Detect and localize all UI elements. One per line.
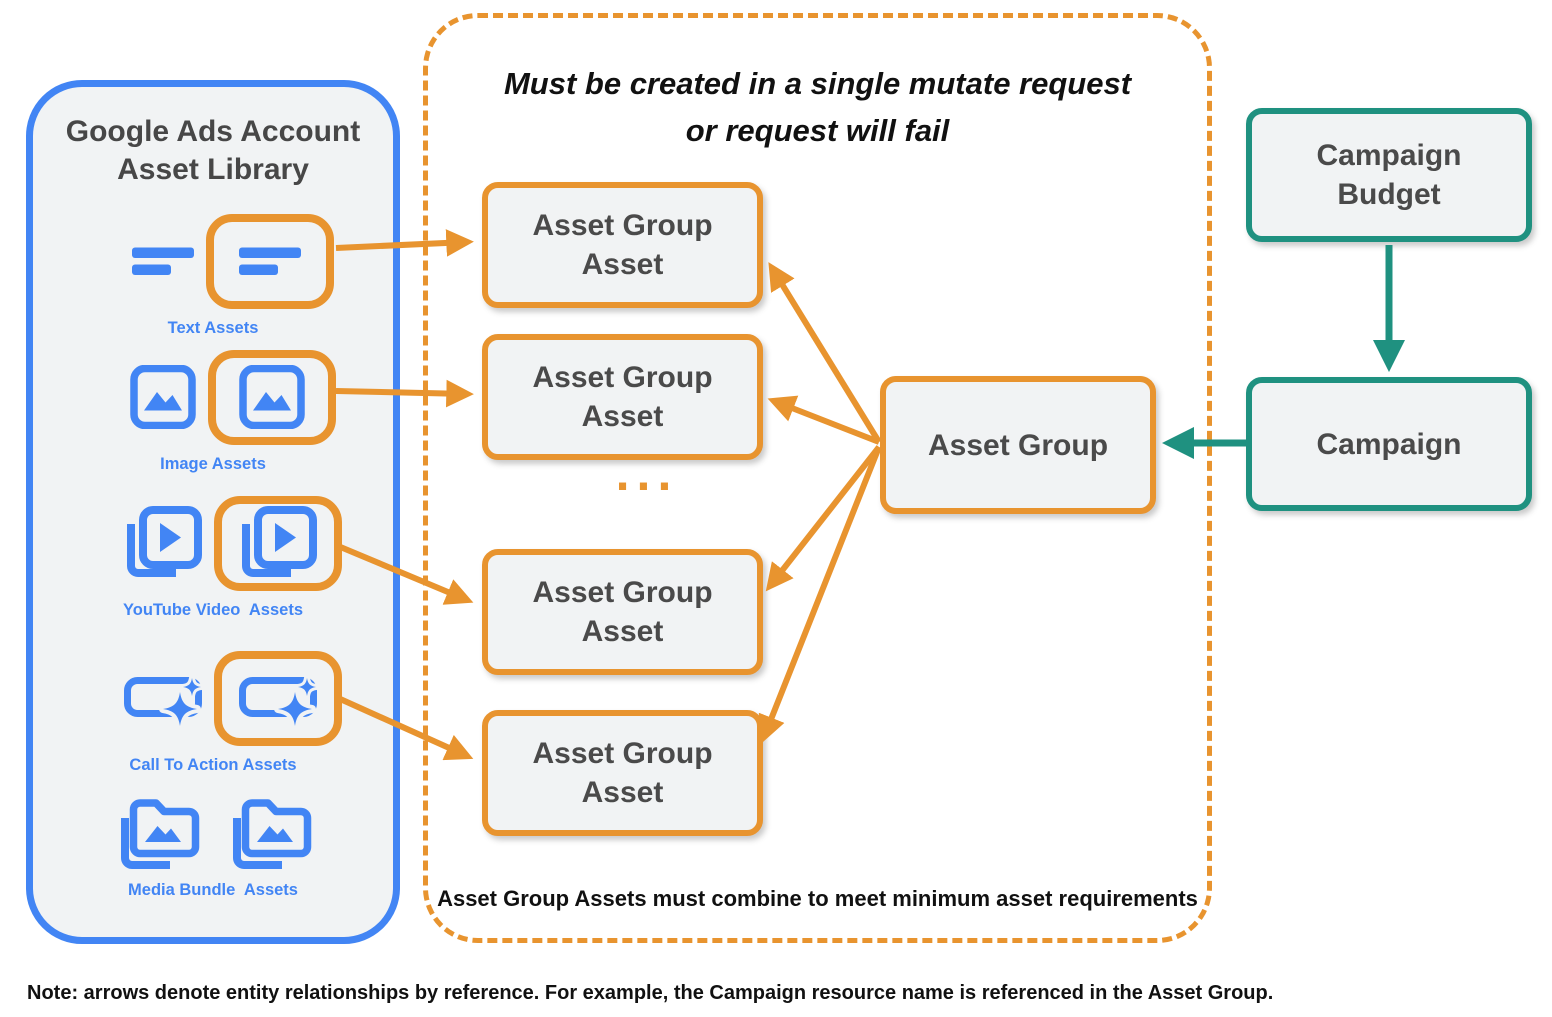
asset-requirements-footnote: Asset Group Assets must combine to meet … (437, 886, 1198, 911)
library-item-media-bundle-assets: Media Bundle Assets (33, 789, 393, 900)
asset-group-asset-box-4: Asset Group Asset (482, 710, 763, 836)
library-item-call-to-action-assets: Call To Action Assets (33, 650, 393, 775)
call-to-action-asset-icon (124, 669, 202, 727)
text-assets-icon-pair (132, 213, 334, 309)
text-assets-label: Text Assets (167, 319, 259, 337)
asset-group-box: Asset Group (880, 376, 1156, 514)
library-item-text-assets: Text Assets (33, 213, 393, 338)
campaign-box: Campaign (1246, 377, 1532, 511)
library-item-youtube-video-assets: YouTube Video Assets (33, 495, 393, 620)
campaign-label: Campaign (1316, 427, 1462, 461)
call-to-action-asset-icon (239, 669, 317, 727)
asset-group-label: Asset Group (927, 428, 1109, 462)
asset-group-asset-label-line1: Asset Group (532, 576, 713, 609)
campaign-budget-label: Campaign Budget (1316, 139, 1462, 211)
youtube-video-asset-icon (124, 506, 202, 580)
asset-group-asset-box-2: Asset Group Asset (482, 334, 763, 460)
diagram-note: Note: arrows denote entity relationships… (27, 982, 1274, 1004)
asset-group-asset-box-3: Asset Group Asset (482, 549, 763, 675)
selected-asset-outline (206, 213, 334, 309)
mutate-request-title-line1: Must be created in a single mutate reque… (503, 66, 1132, 101)
selected-asset-outline (208, 349, 336, 445)
image-assets-label: Image Assets (160, 455, 266, 473)
asset-group-asset-label-line1: Asset Group (532, 737, 713, 770)
asset-group-asset-label-line2: Asset (581, 615, 664, 648)
youtube-video-assets-label: YouTube Video Assets (122, 601, 303, 619)
media-bundle-assets-label: Media Bundle Assets (128, 881, 298, 899)
asset-library-title: Google Ads Account Asset Library (65, 115, 361, 186)
campaign-budget-box: Campaign Budget (1246, 108, 1532, 242)
call-to-action-assets-label: Call To Action Assets (129, 756, 297, 774)
text-asset-icon (132, 247, 194, 275)
asset-group-asset-label-line2: Asset (581, 776, 664, 809)
asset-group-asset-label-line2: Asset (581, 248, 664, 281)
image-asset-icon (239, 365, 305, 429)
media-bundle-icon-pair (118, 789, 316, 871)
asset-group-asset-box-1: Asset Group Asset (482, 182, 763, 308)
media-bundle-asset-icon (230, 790, 316, 870)
asset-library-panel: Google Ads Account Asset Library Text As… (26, 80, 400, 944)
cta-assets-icon-pair (124, 650, 342, 746)
text-asset-icon (239, 247, 301, 275)
library-item-image-assets: Image Assets (33, 349, 393, 474)
image-assets-icon-pair (130, 349, 336, 445)
youtube-video-asset-icon (239, 506, 317, 580)
more-asset-group-assets-ellipsis: ... (615, 445, 679, 501)
media-bundle-asset-icon (118, 790, 204, 870)
image-asset-icon (130, 365, 196, 429)
mutate-request-title: Must be created in a single mutate reque… (428, 60, 1207, 154)
selected-asset-outline (214, 650, 342, 746)
selected-asset-outline (214, 495, 342, 591)
asset-group-asset-label-line2: Asset (581, 400, 664, 433)
asset-group-asset-label-line1: Asset Group (532, 361, 713, 394)
youtube-assets-icon-pair (124, 495, 342, 591)
asset-group-asset-label-line1: Asset Group (532, 209, 713, 242)
mutate-request-title-line2: or request will fail (685, 113, 950, 148)
